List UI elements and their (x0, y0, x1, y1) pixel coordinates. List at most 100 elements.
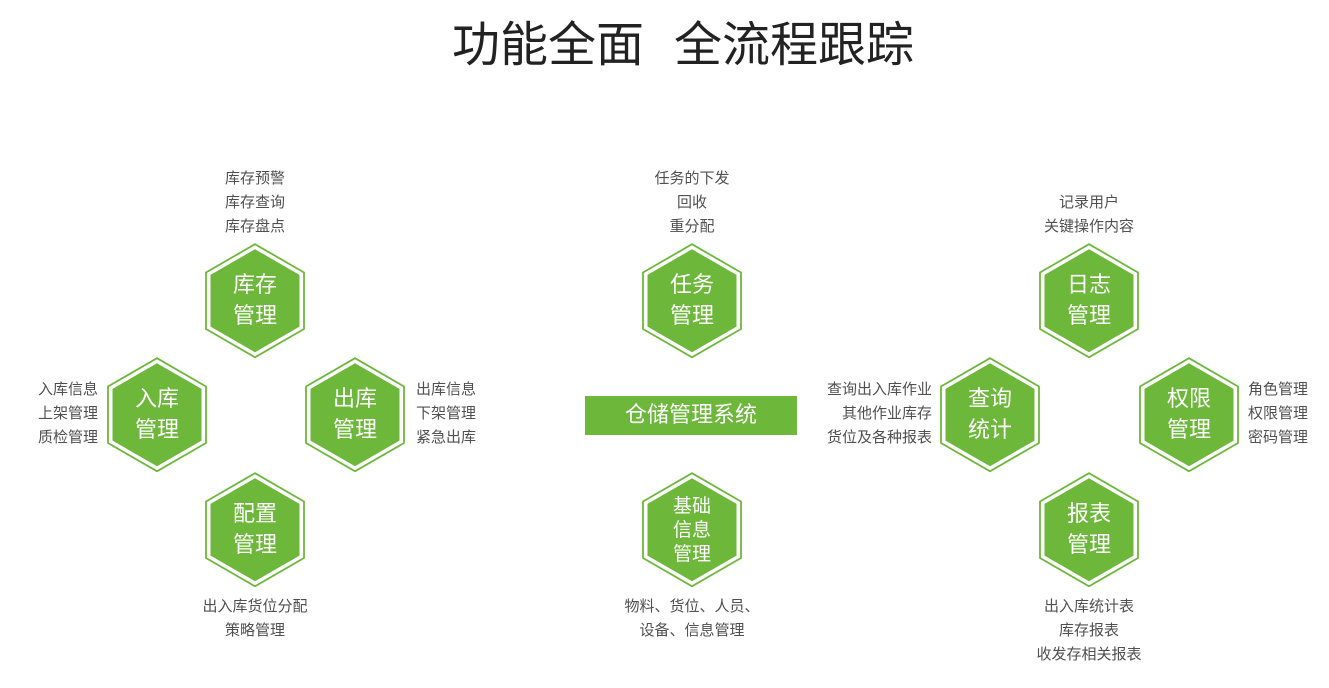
note-line: 下架管理 (416, 404, 477, 422)
module-label-line: 统计 (967, 417, 1012, 443)
module-label-line: 库存 (232, 272, 277, 298)
hexagon-shape (1039, 243, 1139, 358)
module-label: 库存 管理 (205, 243, 305, 358)
note-line: 库存报表 (1058, 621, 1119, 639)
hexagon-shape (205, 243, 305, 358)
module-log-notes: 记录用户 关键操作内容 (979, 190, 1199, 238)
module-config-notes: 出入库货位分配 策略管理 (145, 594, 365, 642)
hexagon-fill (647, 478, 737, 582)
module-label-line: 管理 (1166, 417, 1211, 443)
module-label-line: 入库 (134, 386, 179, 412)
note-line: 质检管理 (37, 428, 98, 446)
module-label-line: 配置 (232, 501, 277, 527)
note-line: 角色管理 (1248, 380, 1309, 398)
hexagon-fill (210, 249, 300, 353)
hexagon-svg (940, 357, 1040, 472)
module-task-hexagon: 任务 管理 (642, 243, 742, 358)
note-line: 查询出入库作业 (826, 380, 932, 398)
module-inbound-notes: 入库信息 上架管理 质检管理 (0, 377, 98, 449)
module-report-hexagon: 报表 管理 (1039, 472, 1139, 587)
note-line: 回收 (676, 193, 707, 211)
hexagon-fill (112, 363, 202, 467)
note-line: 上架管理 (37, 404, 98, 422)
hexagon-fill (945, 363, 1035, 467)
module-log-hexagon: 日志 管理 (1039, 243, 1139, 358)
note-line: 策略管理 (224, 621, 285, 639)
hexagon-svg (107, 357, 207, 472)
note-line: 重分配 (669, 217, 715, 235)
module-label-line: 管理 (134, 417, 179, 443)
module-basic-info-hexagon: 基础 信息 管理 (642, 472, 742, 587)
note-line: 设备、信息管理 (639, 621, 745, 639)
hexagon-svg (1139, 357, 1239, 472)
hexagon-shape (1039, 472, 1139, 587)
module-label-line: 管理 (232, 303, 277, 329)
module-label: 查询 统计 (940, 357, 1040, 472)
module-label: 日志 管理 (1039, 243, 1139, 358)
module-label-line: 管理 (1066, 532, 1111, 558)
hexagon-shape (305, 357, 405, 472)
note-line: 出库信息 (416, 380, 477, 398)
hexagon-fill (647, 249, 737, 353)
module-outbound-notes: 出库信息 下架管理 紧急出库 (416, 377, 476, 449)
hexagon-svg (642, 243, 742, 358)
module-label-line: 报表 (1066, 501, 1111, 527)
note-line: 关键操作内容 (1043, 217, 1134, 235)
note-line: 出入库货位分配 (202, 597, 308, 615)
note-line: 入库信息 (37, 380, 98, 398)
module-label: 入库 管理 (107, 357, 207, 472)
module-query-notes: 查询出入库作业 其他作业库存 货位及各种报表 (780, 377, 932, 449)
note-line: 货位及各种报表 (826, 428, 932, 446)
module-label-line: 任务 (669, 272, 714, 298)
hexagon-svg (1039, 243, 1139, 358)
hexagon-shape (642, 243, 742, 358)
note-line: 密码管理 (1248, 428, 1309, 446)
module-permission-hexagon: 权限 管理 (1139, 357, 1239, 472)
module-inventory-notes: 库存预警 库存查询 库存盘点 (145, 166, 365, 238)
module-label-line: 查询 (967, 386, 1012, 412)
note-line: 物料、货位、人员、 (624, 597, 760, 615)
module-task-notes: 任务的下发 回收 重分配 (582, 166, 802, 238)
title-part-1: 功能全面 (452, 17, 645, 73)
note-line: 库存预警 (224, 169, 285, 187)
hexagon-svg (305, 357, 405, 472)
note-line: 收发存相关报表 (1036, 645, 1142, 663)
note-line: 出入库统计表 (1043, 597, 1134, 615)
hexagon-fill (1044, 249, 1134, 353)
module-label-line: 管理 (1066, 303, 1111, 329)
hexagon-fill (210, 478, 300, 582)
module-label-line: 管理 (232, 532, 277, 558)
module-label-line: 基础 (672, 494, 711, 517)
module-label-line: 出库 (332, 386, 377, 412)
module-inbound-hexagon: 入库 管理 (107, 357, 207, 472)
note-line: 紧急出库 (416, 428, 477, 446)
module-label-line: 信息 (672, 518, 711, 541)
note-line: 其他作业库存 (841, 404, 932, 422)
module-basic-info-notes: 物料、货位、人员、 设备、信息管理 (582, 594, 802, 642)
page-title: 功能全面全流程跟踪 (452, 17, 914, 73)
hexagon-svg (205, 472, 305, 587)
note-line: 库存查询 (224, 193, 285, 211)
note-line: 记录用户 (1058, 193, 1119, 211)
module-inventory-hexagon: 库存 管理 (205, 243, 305, 358)
note-line: 库存盘点 (224, 217, 285, 235)
module-config-hexagon: 配置 管理 (205, 472, 305, 587)
module-label-line: 管理 (332, 417, 377, 443)
module-label-line: 权限 (1166, 386, 1211, 412)
hexagon-svg (642, 472, 742, 587)
system-name-banner: 仓储管理系统 (585, 396, 797, 435)
module-report-notes: 出入库统计表 库存报表 收发存相关报表 (979, 594, 1199, 666)
hexagon-shape (642, 472, 742, 587)
hexagon-svg (205, 243, 305, 358)
module-label: 基础 信息 管理 (642, 472, 742, 587)
hexagon-fill (310, 363, 400, 467)
module-label-line: 日志 (1066, 272, 1111, 298)
module-outbound-hexagon: 出库 管理 (305, 357, 405, 472)
note-line: 任务的下发 (654, 169, 730, 187)
hexagon-shape (107, 357, 207, 472)
hexagon-fill (1144, 363, 1234, 467)
module-label-line: 管理 (669, 303, 714, 329)
note-line: 权限管理 (1248, 404, 1309, 422)
module-label: 出库 管理 (305, 357, 405, 472)
